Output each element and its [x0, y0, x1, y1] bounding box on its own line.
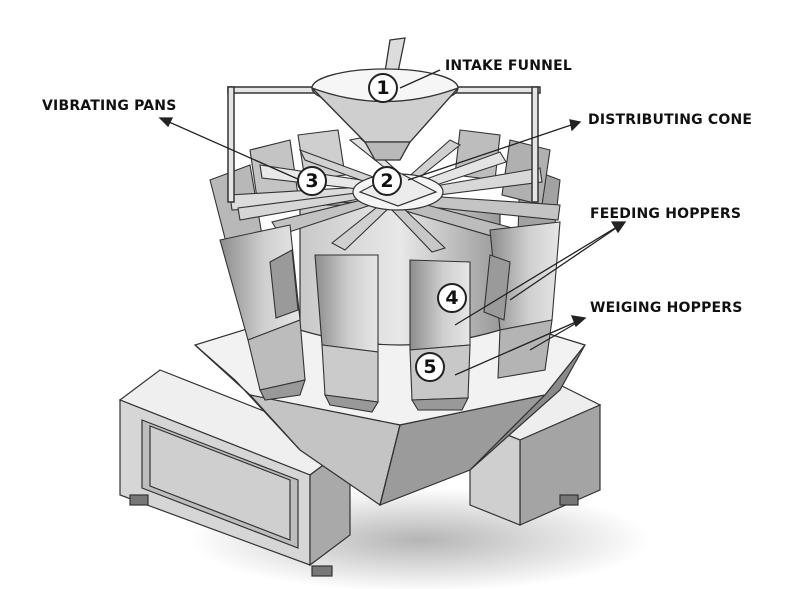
label-weighing-hoppers: WEIGING HOPPERS	[590, 300, 743, 316]
label-intake-funnel: INTAKE FUNNEL	[445, 58, 572, 74]
label-feeding-hoppers: FEEDING HOPPERS	[590, 206, 742, 222]
callout-lines	[158, 69, 627, 376]
label-vibrating-pans: VIBRATING PANS	[42, 98, 177, 114]
marker-3: 3	[297, 166, 327, 196]
marker-5: 5	[415, 352, 445, 382]
callout-line-weighing-a	[454, 317, 586, 376]
callout-line-feeding-b	[454, 221, 626, 326]
base-left	[118, 369, 352, 577]
vibrating-pans	[229, 137, 561, 253]
callout-line-vibrating	[159, 117, 301, 181]
label-distributing-cone: DISTRIBUTING CONE	[588, 112, 753, 128]
arrowhead-distributing	[569, 119, 582, 132]
callout-line-intake	[399, 69, 441, 89]
marker-1: 1	[368, 73, 398, 103]
arrowhead-feeding	[610, 221, 627, 234]
weighing-hoppers	[247, 319, 553, 413]
arrowhead-vibrating	[158, 117, 174, 128]
callout-line-feeding-a	[509, 221, 626, 301]
arrowhead-weighing	[570, 315, 587, 328]
callout-line-distributing	[407, 121, 581, 181]
marker-2: 2	[372, 166, 402, 196]
marker-4: 4	[437, 283, 467, 313]
